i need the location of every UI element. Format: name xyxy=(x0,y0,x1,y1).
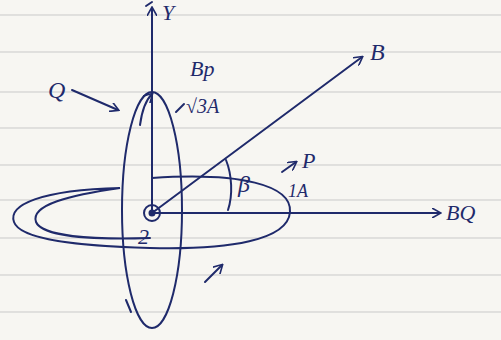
bq-vector xyxy=(152,212,440,214)
b-vector xyxy=(152,57,362,213)
field-label: B xyxy=(370,40,385,64)
current-label: √3A xyxy=(186,96,219,116)
coil-label: Q xyxy=(48,78,65,102)
coil-number: 2 xyxy=(138,226,149,248)
current-arrow xyxy=(140,94,152,125)
angle-label: β xyxy=(238,172,250,196)
axis-label: Y xyxy=(162,2,174,24)
leader xyxy=(176,104,184,112)
axis-tick xyxy=(146,2,152,6)
coil-center xyxy=(144,205,160,221)
ruled-lines xyxy=(0,15,501,312)
angle-arc xyxy=(226,160,231,210)
current-tick xyxy=(126,300,131,312)
y-axis xyxy=(151,8,153,213)
current-arrow xyxy=(205,265,222,282)
field-label: BQ xyxy=(446,202,475,224)
pointer-q xyxy=(72,90,118,110)
coil-label: P xyxy=(302,150,315,172)
current-label: 1A xyxy=(288,182,308,200)
field-label: Bp xyxy=(190,58,214,80)
coil-center-dot xyxy=(150,211,155,216)
pointer-p xyxy=(282,162,296,172)
coil-q xyxy=(122,92,182,328)
